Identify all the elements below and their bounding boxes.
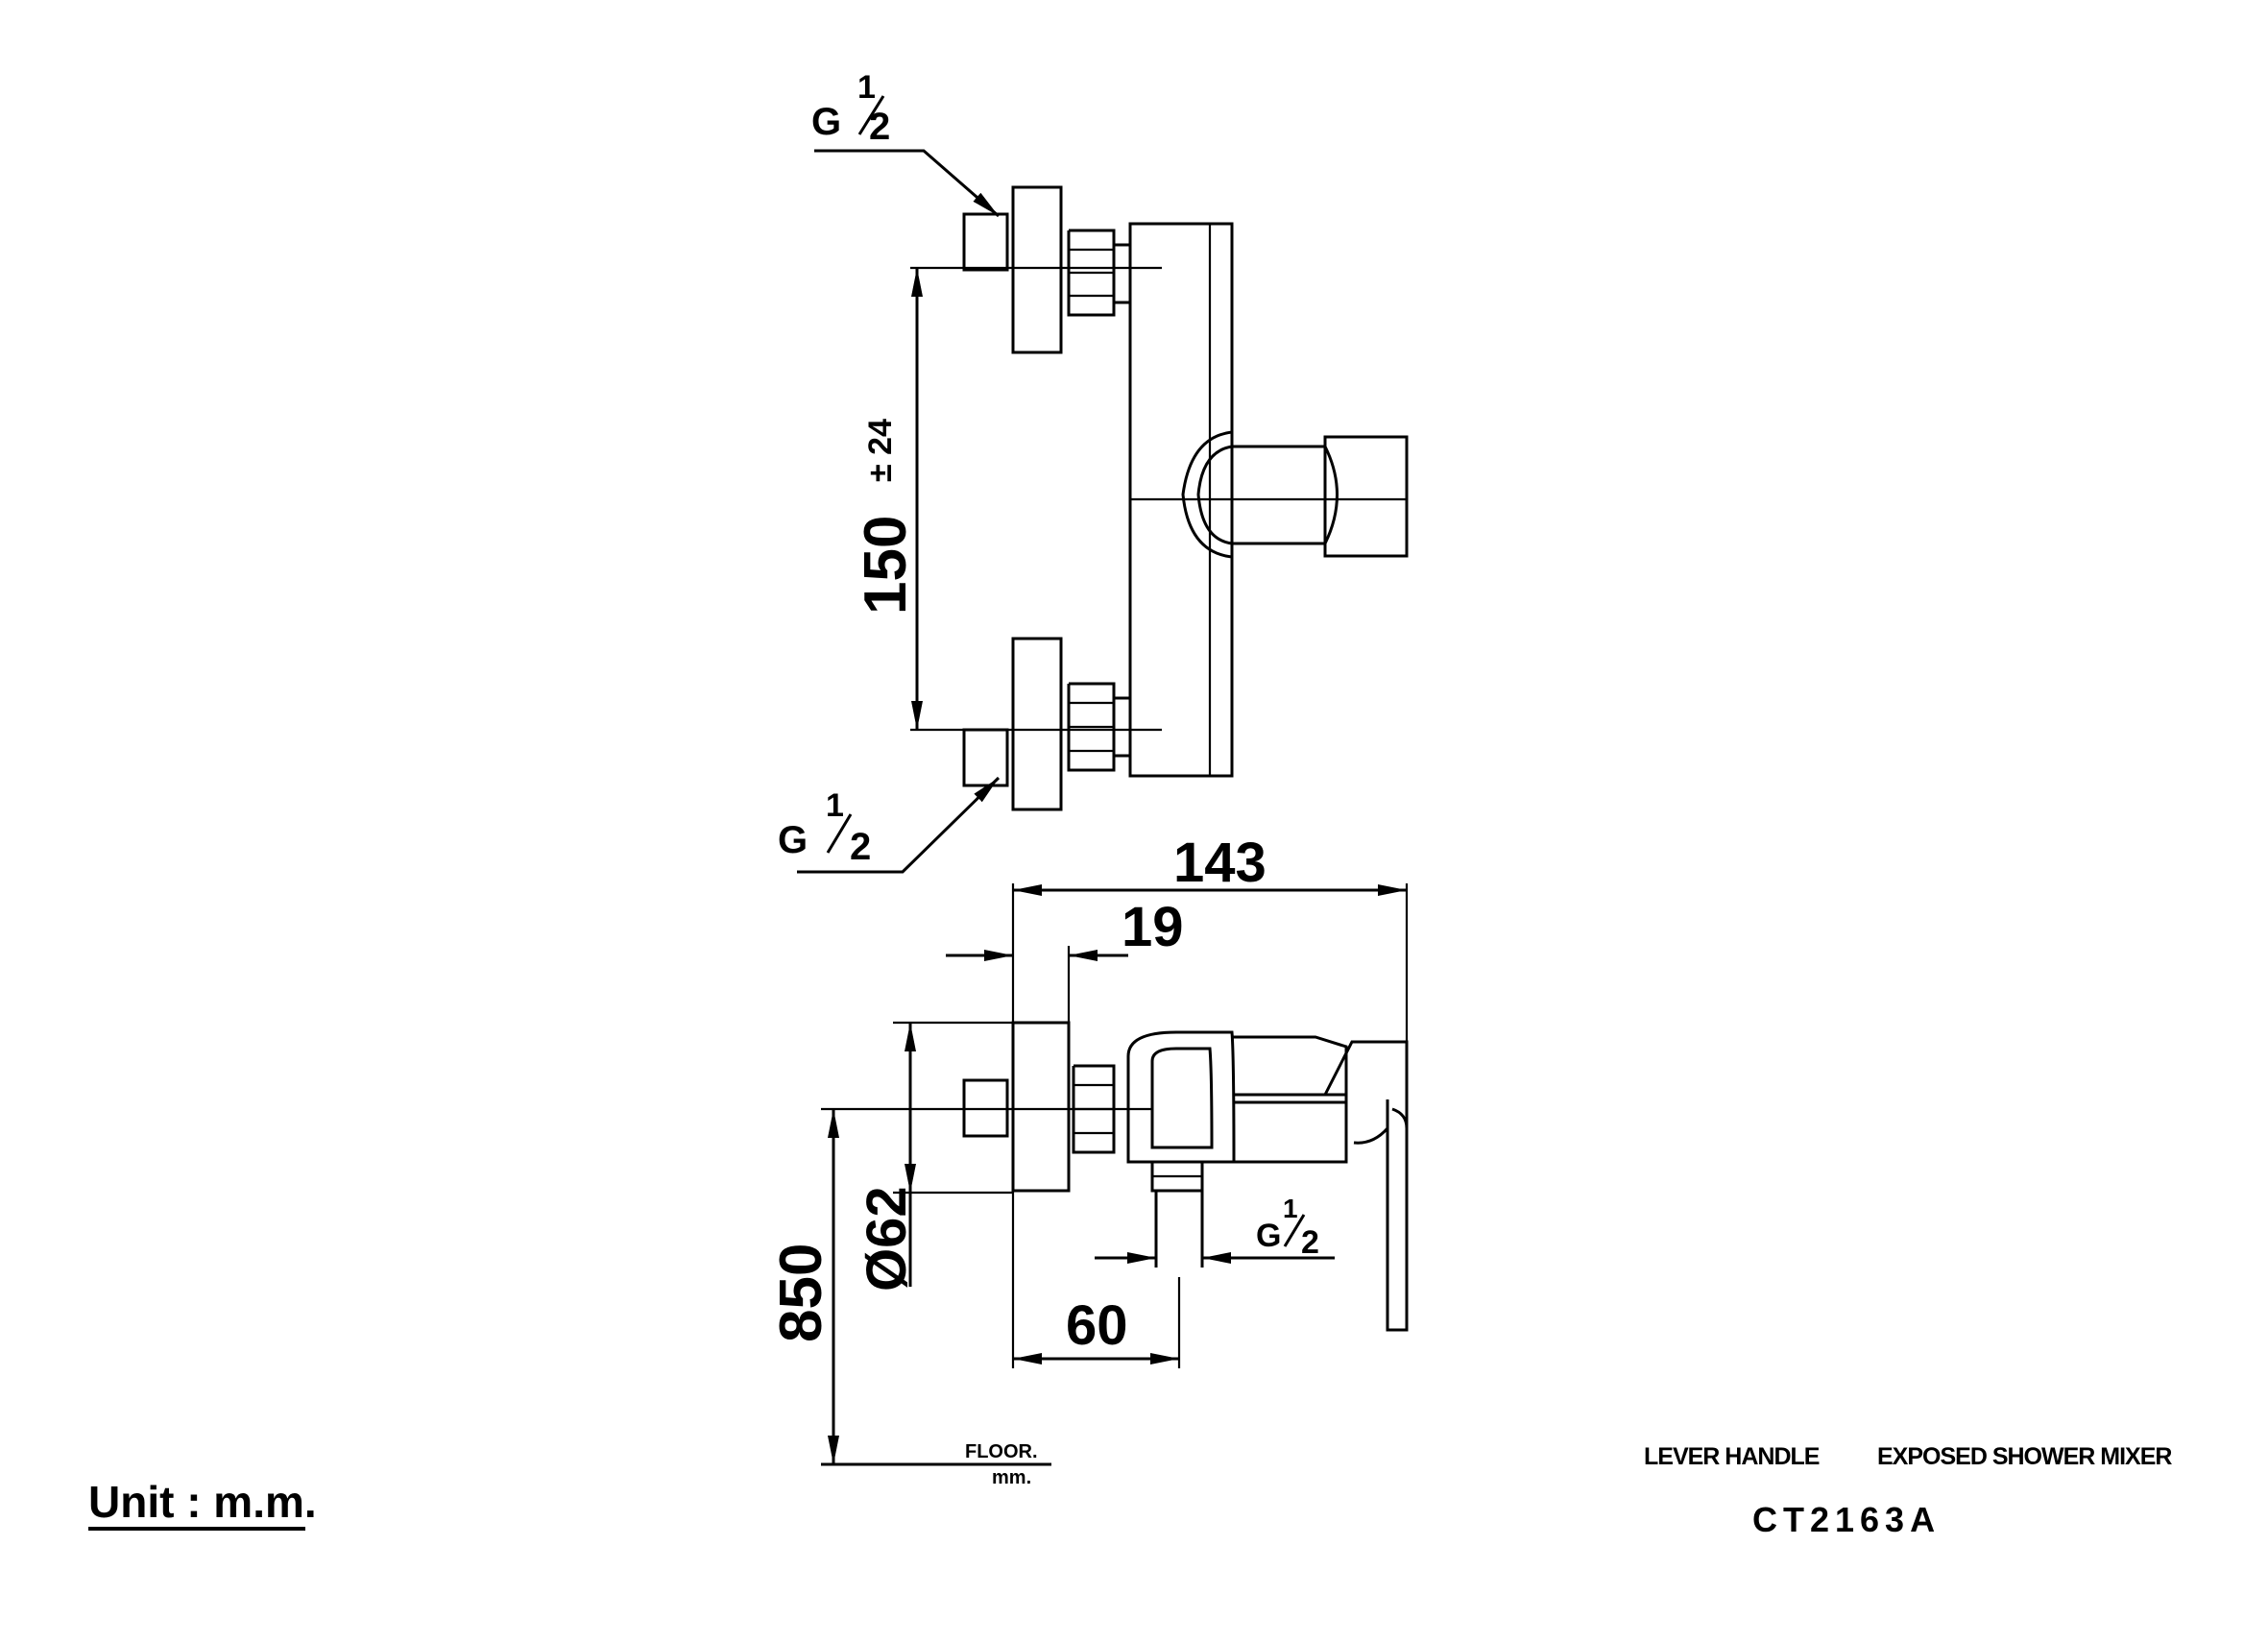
thread-g-top: G [811,101,841,143]
product-description-label: EXPOSED SHOWER MIXER [1877,1443,2172,1470]
lower-flange [1011,637,1063,811]
model-number-label: CT2163A [1752,1500,1941,1539]
thread-num-outlet: 1 [1283,1194,1298,1223]
handle-type-label: LEVER HANDLE [1644,1443,1820,1470]
floor-label: FLOOR. [965,1441,1038,1462]
flange-diameter-label: Ø62 [856,1186,918,1292]
inlet-spacing-label: 150 [853,516,919,615]
thread-den-top: 2 [869,106,890,148]
thread-label-top [814,149,1000,218]
thread-label-bottom [797,776,1001,874]
handle-boss [1181,430,1233,559]
side-body [1126,1030,1236,1164]
thread-num-bottom: 1 [826,787,844,824]
side-view [821,883,1409,1466]
height-label: 850 [768,1244,834,1342]
thread-den-bottom: 2 [850,826,871,868]
lever-handle-front [1323,435,1409,558]
side-flange [1011,1021,1071,1193]
depth-total-label: 143 [1173,832,1267,894]
lower-inlet-nipple [962,728,1009,787]
outlet-offset-label: 60 [1066,1294,1128,1357]
unit-note: Unit : m.m. [88,1477,317,1527]
inlet-tolerance-label: ± 24 [862,419,899,482]
thread-g-bottom: G [778,819,808,861]
side-lever [1386,1099,1409,1332]
thread-num-top: 1 [857,69,876,106]
front-view [910,185,1409,811]
floor-unit-label: mm. [992,1467,1031,1488]
flange-depth-label: 19 [1122,896,1184,958]
upper-inlet-nipple [962,212,1009,272]
thread-g-outlet: G [1256,1218,1281,1254]
upper-flange [1011,185,1063,354]
thread-den-outlet: 2 [1301,1224,1319,1261]
